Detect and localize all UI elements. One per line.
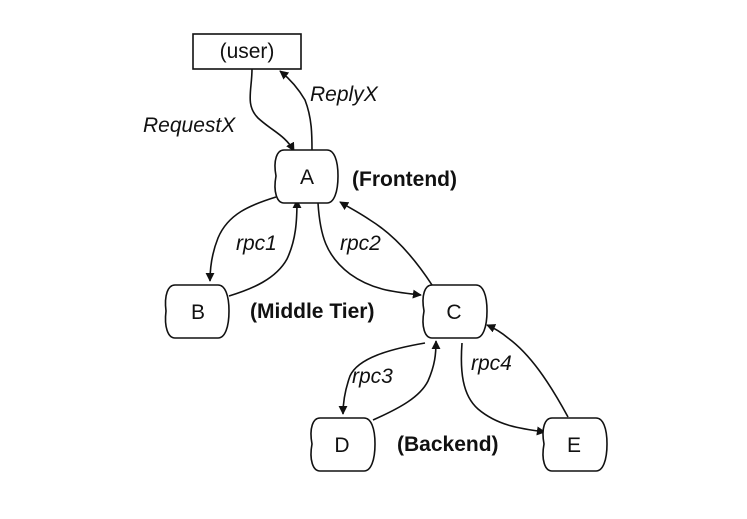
node-e: [542, 417, 608, 472]
rpc4-request-edge: [460, 342, 546, 436]
rpc4-reply-edge: [486, 324, 569, 418]
user-node: [192, 33, 302, 70]
rpc3-request-edge: [338, 342, 426, 415]
rpc1-reply-edge: [228, 199, 302, 297]
request-edge: [249, 68, 295, 152]
node-b: [164, 284, 230, 339]
rpc2-label: rpc2: [340, 232, 381, 255]
reply-label: ReplyX: [310, 83, 379, 106]
rpc3-reply-edge: [372, 340, 441, 421]
node-a: [274, 149, 339, 204]
node-c-label: C: [446, 301, 461, 324]
rpc2-request-edge: [317, 202, 422, 299]
rpc1-label: rpc1: [236, 232, 277, 255]
rpc2-reply-edge: [339, 201, 433, 286]
node-b-label: B: [191, 301, 205, 324]
rpc1-request-edge: [205, 196, 277, 282]
frontend-tier-label: (Frontend): [352, 168, 457, 191]
node-d: [310, 417, 376, 472]
backend-tier-label: (Backend): [397, 433, 499, 456]
node-e-label: E: [567, 434, 581, 457]
node-d-label: D: [334, 434, 349, 457]
reply-edge: [279, 70, 313, 152]
node-c: [422, 284, 488, 339]
user-node-label: (user): [220, 40, 275, 63]
node-a-label: A: [300, 166, 314, 189]
rpc3-label: rpc3: [352, 365, 393, 388]
rpc4-label: rpc4: [471, 352, 512, 375]
request-label: RequestX: [143, 114, 236, 137]
middle-tier-label: (Middle Tier): [250, 300, 374, 323]
